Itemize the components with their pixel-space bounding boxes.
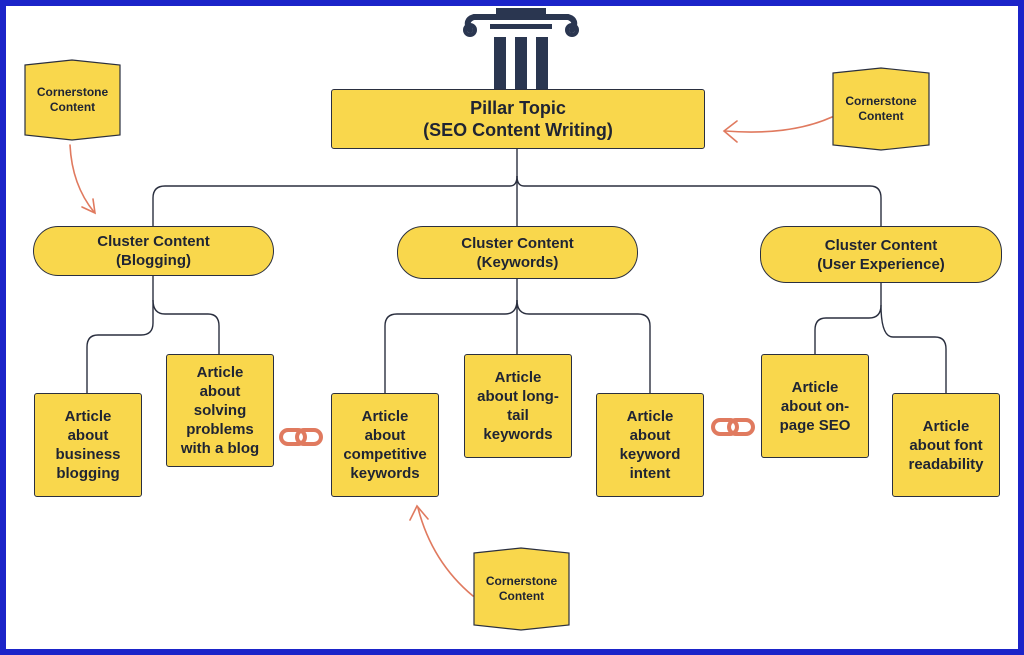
connector-pillar-right <box>516 175 882 227</box>
cluster-keywords-label: Cluster Content (Keywords) <box>461 234 574 271</box>
pillar-column-icon <box>463 8 579 92</box>
connector-ux-right <box>880 304 947 393</box>
link-chain-icon <box>279 428 323 446</box>
article-long-tail-keywords: Article about long- tail keywords <box>464 354 572 458</box>
connector-blogging-left <box>86 276 154 393</box>
connector-ux-left <box>814 282 882 354</box>
pillar-topic-label: Pillar Topic (SEO Content Writing) <box>423 98 613 140</box>
cornerstone-tag-label: Cornerstone Content <box>845 94 917 123</box>
article-label: Article about font readability <box>908 417 984 473</box>
cornerstone-tag-top-right: Cornerstone Content <box>832 67 930 151</box>
cluster-user-experience-label: Cluster Content (User Experience) <box>817 236 945 273</box>
article-label: Article about on- page SEO <box>779 378 851 434</box>
article-on-page-seo: Article about on- page SEO <box>761 354 869 458</box>
arrow-cornerstone-left <box>69 144 95 213</box>
cluster-blogging-label: Cluster Content (Blogging) <box>97 233 210 269</box>
arrow-cornerstone-right <box>724 116 833 133</box>
tag-shape <box>473 547 570 631</box>
cluster-keywords: Cluster Content (Keywords) <box>397 226 638 279</box>
article-business-blogging: Article about business blogging <box>34 393 142 497</box>
tag-shape <box>24 59 121 141</box>
link-chain-icon <box>711 418 755 436</box>
arrow-cornerstone-bottom <box>417 507 474 597</box>
article-solving-problems: Article about solving problems with a bl… <box>166 354 274 467</box>
article-label: Article about keyword intent <box>619 408 681 482</box>
cornerstone-tag-label: Cornerstone Content <box>485 574 558 603</box>
connector-lines <box>69 116 947 597</box>
connector-keywords-left <box>384 299 518 393</box>
connector-pillar-down <box>152 148 518 227</box>
cluster-user-experience: Cluster Content (User Experience) <box>760 226 1002 283</box>
cornerstone-tag-top-left: Cornerstone Content <box>24 59 121 141</box>
pillar-topic-box: Pillar Topic (SEO Content Writing) <box>331 89 705 149</box>
article-label: Article about competitive keywords <box>343 408 427 482</box>
article-keyword-intent: Article about keyword intent <box>596 393 704 497</box>
tag-shape <box>832 67 930 151</box>
article-label: Article about solving problems with a bl… <box>180 364 260 457</box>
arrow-cornerstone-right-head <box>722 120 738 143</box>
article-label: Article about long- tail keywords <box>477 369 559 443</box>
arrow-cornerstone-bottom-head <box>409 504 429 521</box>
arrow-cornerstone-left-head <box>81 198 96 215</box>
article-competitive-keywords: Article about competitive keywords <box>331 393 439 497</box>
cornerstone-tag-bottom: Cornerstone Content <box>473 547 570 631</box>
article-label: Article about business blogging <box>55 408 121 482</box>
cornerstone-tag-label: Cornerstone Content <box>36 85 109 114</box>
cluster-blogging: Cluster Content (Blogging) <box>33 226 274 276</box>
connector-blogging-right <box>152 299 220 354</box>
article-font-readability: Article about font readability <box>892 393 1000 497</box>
connector-keywords-right <box>516 299 651 393</box>
